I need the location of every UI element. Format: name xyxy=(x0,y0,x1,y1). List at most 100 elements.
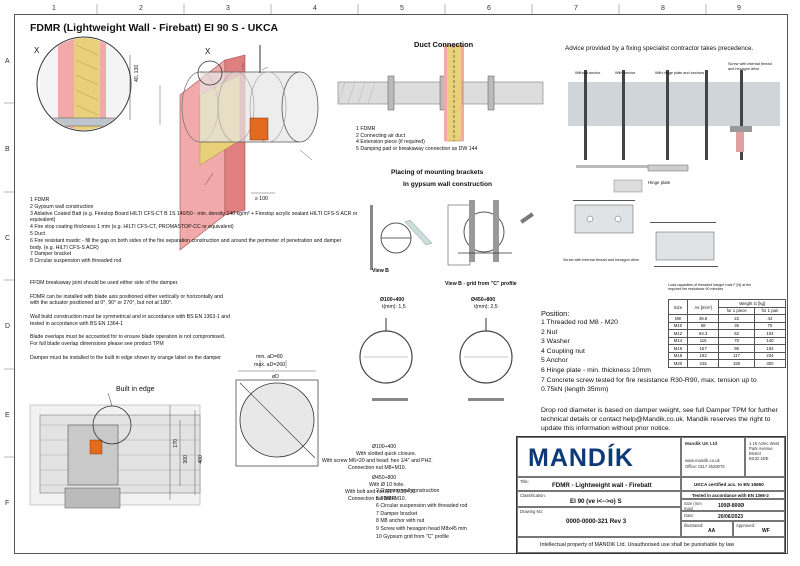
note-line xyxy=(30,307,230,314)
bracket-view-b-drawing xyxy=(370,200,534,270)
hinge-plate-drawing xyxy=(573,179,718,267)
drawing-frame xyxy=(14,14,788,554)
title-label: Title: xyxy=(520,479,529,484)
size-label: Size (mm max) xyxy=(684,501,702,511)
title-block: MANDÍK Mandik UK Ltd www.mandik.co.uk Of… xyxy=(516,436,786,554)
note-line xyxy=(30,287,230,294)
grid-row-c: C xyxy=(5,235,11,242)
wt-h-size: Size xyxy=(668,299,688,315)
grid-row-e: E xyxy=(5,412,10,419)
wt-h-weight: Weight G [kg] xyxy=(718,299,786,308)
hinge-plate-label: Hinge plate xyxy=(648,180,671,185)
view-b-label: View B xyxy=(372,268,389,274)
legend-item: 7 Damper bracket xyxy=(30,251,72,258)
illustrated-cell: Illustrated: AA xyxy=(681,521,733,537)
lower-b2: With Ø 10 hole. xyxy=(369,482,405,488)
dim-400: 400 xyxy=(198,454,205,464)
address-cell: 1.16 Aztec West Park Avenue Bristol BS32… xyxy=(745,437,785,477)
grid-col-9: 9 xyxy=(737,5,741,12)
position-item: 3 Washer xyxy=(541,338,570,346)
duct-legend-3: 4 Extension piece (if required) xyxy=(356,139,425,146)
grid-col-4: 4 xyxy=(313,5,317,12)
lower-legend-item: 9 Screw with hexagon head M8x45 mm xyxy=(376,525,467,532)
address-line: Bristol xyxy=(749,451,761,456)
lower-b4: Connection nut M8+M10. xyxy=(348,496,407,502)
dim-min-ad: min. aD=80 xyxy=(256,354,283,360)
dim-100: ≥ 100 xyxy=(255,196,268,202)
drop-note-line: Drop rod diameter is based on damper wei… xyxy=(541,407,778,414)
advice-label-hinge-plate: With hinge plate and anchors xyxy=(655,71,705,75)
address-line: Park Avenue xyxy=(749,446,773,451)
detail-x-drawing xyxy=(36,36,132,132)
legend-item: 3 Ablative Coated Batt (e.g. Firestop Bo… xyxy=(30,210,358,217)
duct-legend-4: 5 Damping pad or breakaway connection as… xyxy=(356,145,478,152)
lower-legend-item: 6 Circular suspension with threaded rod xyxy=(376,503,468,510)
bracket-cap-1b: t(mm): 1,5 xyxy=(382,304,406,310)
position-item: 7 Concrete screw tested for fire resista… xyxy=(541,376,757,384)
grid-row-f: F xyxy=(5,500,10,507)
tested-text: Tested in accordance with EN 1366-2 xyxy=(692,493,769,498)
classification-value: EI 90 (ve i<-->o) S xyxy=(570,498,622,505)
note-line: FDMR can be installed with blade axis po… xyxy=(30,293,223,300)
anchor-illustrations xyxy=(568,70,780,172)
duct-connection-title: Duct Connection xyxy=(414,40,474,49)
note-line: Blade overlaps must be accounted for to … xyxy=(30,334,226,341)
title-cell: Title: FDMR - Lightweight wall - Firebat… xyxy=(517,477,681,491)
advice-title: Advice provided by a fixing specialist c… xyxy=(565,45,754,52)
legend-item: body. (e.g. HILTI CFS-S ACR) xyxy=(30,244,99,251)
company-name: Mandik UK Ltd xyxy=(685,441,718,446)
approved-value: WF xyxy=(762,528,770,534)
address-line: BS32 4DE xyxy=(749,456,769,461)
bracket-cap-2: Ø450÷800 xyxy=(471,297,496,303)
company-cell: Mandik UK Ltd www.mandik.co.uk Office: 0… xyxy=(681,437,745,477)
advice-label-screw: Screw with internal thread and hexagon d… xyxy=(728,62,772,71)
approved-cell: Approved: WF xyxy=(733,521,785,537)
detail-x-marker: X xyxy=(205,47,211,56)
bracket-cap-2b: t(mm): 2,5 xyxy=(474,304,498,310)
wt-h-as: As [mm²] xyxy=(686,299,720,315)
classification-label: Classification: xyxy=(520,493,546,498)
grid-col-2: 2 xyxy=(139,5,143,12)
note-line: Wall build construction must be symmetri… xyxy=(30,313,230,320)
lower-legend-list: 2 Gypsum wall construction 5 FDMR 6 Circ… xyxy=(376,488,467,541)
lower-a1: Ø100÷400 xyxy=(372,444,397,450)
date-value: 20/06/2023 xyxy=(718,514,744,520)
company-office: Office: 0117 4528076 xyxy=(685,464,725,469)
lower-b1: Ø450÷800 xyxy=(372,475,397,481)
drop-rod-note: Drop rod diameter is based on damper wei… xyxy=(541,406,778,433)
grid-col-7: 7 xyxy=(574,5,578,12)
load-note: Load capacities of threaded hanger rods … xyxy=(668,283,752,292)
grid-row-d: D xyxy=(5,323,11,330)
built-in-edge-drawing xyxy=(29,392,201,509)
advice-label-with-anchor: With anchor xyxy=(615,71,636,75)
approved-label: Approved: xyxy=(736,523,756,528)
grid-row-a: A xyxy=(5,58,10,65)
grid-col-6: 6 xyxy=(487,5,491,12)
note-line: Damper must be installed to the built in… xyxy=(30,354,221,361)
wt-sh-1: for 1 piece xyxy=(718,306,755,315)
screw-note: Screw with internal thread and hexagon d… xyxy=(563,258,639,262)
note-line xyxy=(30,328,230,335)
dimension-drawing xyxy=(235,360,319,467)
title-value: FDMR - Lightweight wall - Firebatt xyxy=(552,482,652,489)
drawing-label: Drawing No: xyxy=(520,509,544,514)
size-cell: Size (mm max) 100Ø-800Ø xyxy=(681,499,785,511)
duct-legend-2: 2 Connecting air duct xyxy=(356,132,406,139)
duct-connection-legend: 1 FDMR 2 Connecting air duct 4 Extension… xyxy=(356,126,477,152)
tested-cell: Tested in accordance with EN 1366-2 xyxy=(681,491,785,499)
footer-cell: Intellectual property of MANDIK Ltd. Una… xyxy=(517,537,785,553)
weight-table: Size As [mm²] Weight G [kg] for 1 piece … xyxy=(668,299,787,368)
legend-item: 2 Gypsum wall construction xyxy=(30,203,94,210)
note-line: FFDM breakaway joint should be used eith… xyxy=(30,280,179,286)
lower-a2: With slotted quick closure. xyxy=(356,451,417,457)
legend-item: 8 Circular suspension with threaded rod xyxy=(30,258,122,265)
classification-cell: Classification: EI 90 (ve i<-->o) S xyxy=(517,491,681,507)
illustrated-label: Illustrated: xyxy=(684,523,704,528)
lower-b3: With bolt and nut H17 M10×30. xyxy=(345,489,417,495)
bracket-cap-1: Ø100÷400 xyxy=(380,297,405,303)
dim-40-130: 40, 130 xyxy=(134,64,140,82)
grid-col-5: 5 xyxy=(400,5,404,12)
ukca-text: UKCA certified acc. to EN 15650 xyxy=(694,482,764,487)
